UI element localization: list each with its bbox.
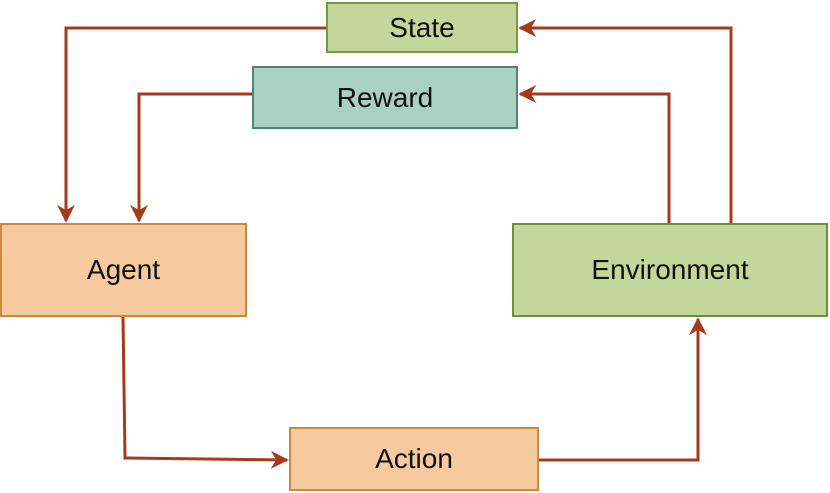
edge-agent-to-action	[121, 316, 289, 469]
state-label: State	[389, 11, 455, 43]
agent-node: Agent	[0, 223, 247, 317]
action-label: Action	[375, 443, 453, 474]
state-node: State	[326, 2, 518, 53]
reward-label: Reward	[336, 81, 434, 113]
reward-node: Reward	[252, 66, 518, 129]
edge-state-to-agent	[57, 26, 326, 223]
edge-reward-to-agent	[130, 92, 252, 223]
edge-environment-to-state	[518, 19, 733, 223]
environment-node: Environment	[512, 223, 828, 317]
environment-label: Environment	[591, 254, 749, 285]
action-node: Action	[289, 427, 539, 491]
edge-environment-to-reward	[518, 85, 671, 223]
edge-action-to-environment	[539, 317, 707, 462]
agent-label: Agent	[86, 254, 161, 285]
